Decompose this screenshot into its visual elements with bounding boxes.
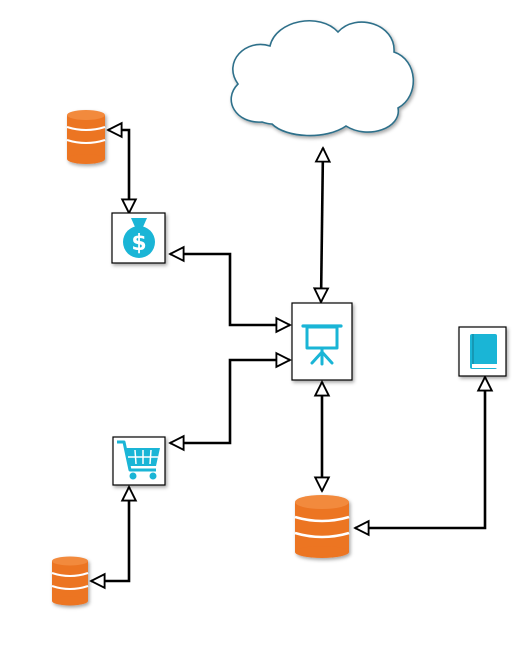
connector-billing-db-top-left (108, 130, 129, 213)
shopping-cart-icon (117, 440, 160, 480)
book-icon (470, 334, 497, 369)
connector-presentation-cart (170, 360, 290, 443)
svg-text:$: $ (131, 231, 146, 256)
cloud-icon (230, 20, 415, 137)
presentation-board-icon (301, 324, 343, 366)
presentation-node[interactable] (291, 302, 353, 381)
connector-cart-db-bottom-left (91, 487, 129, 581)
money-bag-icon: $ (123, 218, 155, 258)
connectors (91, 130, 485, 581)
database-icon (294, 495, 350, 558)
database-icon (66, 110, 106, 164)
connector-presentation-billing (170, 254, 290, 325)
database-icon (51, 556, 89, 606)
connector-presentation-cloud (321, 148, 323, 302)
connector-db-main-catalog (355, 377, 485, 528)
